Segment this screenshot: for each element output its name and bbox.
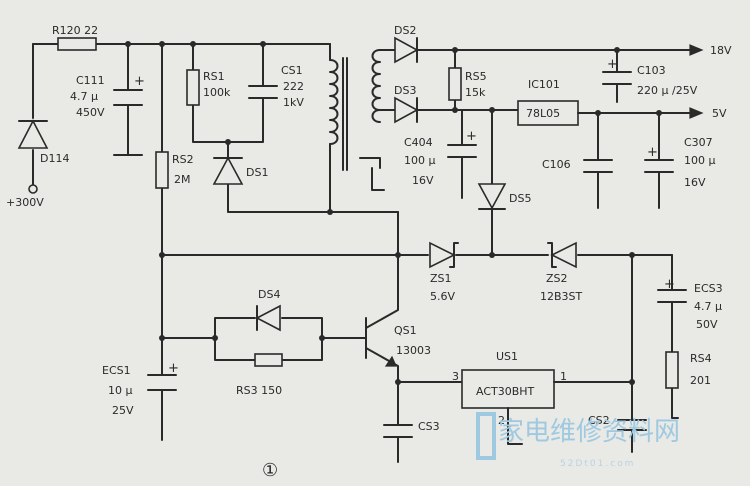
label-ecs1-volt: 25V <box>112 404 134 417</box>
resistor-rs1 <box>186 69 200 106</box>
label-ic101-ref: IC101 <box>528 78 560 91</box>
label-c307-val: 100 μ <box>684 154 716 167</box>
label-zs2-ref: ZS2 <box>546 272 568 285</box>
diode-ds3 <box>394 96 419 124</box>
diode-ds4 <box>255 304 281 332</box>
label-ds2: DS2 <box>394 24 416 37</box>
arrow-5v <box>689 107 704 119</box>
label-qs1-part: 13003 <box>396 344 431 357</box>
resistor-r120 <box>57 37 97 51</box>
transformer <box>327 43 396 215</box>
diode-ds2 <box>394 36 419 64</box>
label-us1-ref: US1 <box>496 350 518 363</box>
label-rs5-val: 15k <box>465 86 486 99</box>
c404-plus: + <box>466 129 477 144</box>
label-vin: +300V <box>6 196 44 209</box>
label-out5: 5V <box>712 107 727 120</box>
diode-d114 <box>17 119 49 149</box>
watermark-url: 52Dt01.com <box>560 459 635 469</box>
label-cs1-volt: 1kV <box>283 96 304 109</box>
watermark-logo <box>476 412 496 460</box>
input-terminal <box>28 184 38 194</box>
label-rs2-val: 2M <box>174 173 191 186</box>
capacitor-cs1 <box>248 85 278 99</box>
label-ecs3-val: 4.7 μ <box>694 300 722 313</box>
label-ds3: DS3 <box>394 84 416 97</box>
label-c103-ref: C103 <box>637 64 666 77</box>
label-ds4: DS4 <box>258 288 280 301</box>
zener-zs2 <box>550 241 577 269</box>
label-cs1-val: 222 <box>283 80 304 93</box>
ecs1-plus: + <box>168 361 179 376</box>
label-us1-pin3: 3 <box>452 370 459 383</box>
feedback-section: ZS1 5.6V ZS2 12B3ST + ECS3 4.7 μ 50V RS4… <box>159 211 723 419</box>
label-zs1-ref: ZS1 <box>430 272 452 285</box>
label-c404-val: 100 μ <box>404 154 436 167</box>
input-section: R120 22 D114 +300V + C111 4.7 μ 450V <box>6 24 331 209</box>
resistor-rs2 <box>155 151 169 189</box>
label-ds1: DS1 <box>246 166 268 179</box>
label-c307-volt: 16V <box>684 176 706 189</box>
ecs3-plus: + <box>664 277 675 292</box>
c111-plus: + <box>134 74 145 89</box>
regulator-ic101 <box>517 100 579 126</box>
label-us1-pin2: 2 <box>498 414 505 427</box>
label-c103-val: 220 μ /25V <box>637 84 698 97</box>
label-rs4-ref: RS4 <box>690 352 712 365</box>
label-cs2: CS2 <box>588 414 610 427</box>
label-ecs1-ref: ECS1 <box>102 364 131 377</box>
label-c106: C106 <box>542 158 571 171</box>
label-rs1-val: 100k <box>203 86 231 99</box>
label-c307-ref: C307 <box>684 136 713 149</box>
label-us1-part: ACT30BHT <box>476 385 535 398</box>
ic-us1 <box>461 369 555 409</box>
label-zs1-val: 5.6V <box>430 290 455 303</box>
figure-number: ① <box>262 460 278 481</box>
watermark: 家电维修资料网 52Dt01.com <box>476 412 680 469</box>
secondary-output: DS2 18V DS3 RS5 15k + C404 100 μ 16V DS5… <box>394 24 732 256</box>
c307-plus: + <box>647 145 658 160</box>
label-ic101-part: 78L05 <box>526 107 560 120</box>
label-c404-volt: 16V <box>412 174 434 187</box>
label-ecs1-val: 10 μ <box>108 384 133 397</box>
label-d114: D114 <box>40 152 69 165</box>
label-cs1-ref: CS1 <box>281 64 303 77</box>
label-c111-volt: 450V <box>76 106 105 119</box>
label-rs4-val: 201 <box>690 374 711 387</box>
resistor-rs3 <box>254 353 283 367</box>
label-rs1-ref: RS1 <box>203 70 225 83</box>
label-rs5-ref: RS5 <box>465 70 487 83</box>
label-c404-ref: C404 <box>404 136 433 149</box>
diode-ds1 <box>212 156 244 185</box>
label-c111-val: 4.7 μ <box>70 90 98 103</box>
label-rs3: RS3 150 <box>236 384 282 397</box>
label-us1-pin1: 1 <box>560 370 567 383</box>
switch-section: + ECS1 10 μ 25V DS4 RS3 150 QS1 13003 CS… <box>102 254 463 463</box>
label-qs1-ref: QS1 <box>394 324 417 337</box>
zener-zs1 <box>429 241 456 269</box>
label-r120: R120 22 <box>52 24 98 37</box>
arrow-18v <box>689 44 704 56</box>
snubber-section: RS1 100k CS1 222 1kV DS1 RS2 2M <box>155 43 399 256</box>
resistor-rs5 <box>448 67 462 101</box>
label-rs2-ref: RS2 <box>172 153 194 166</box>
label-ecs3-ref: ECS3 <box>694 282 723 295</box>
label-c111-ref: C111 <box>76 74 105 87</box>
controller-us1: US1 ACT30BHT 3 1 2 CS2 <box>452 299 647 453</box>
watermark-text: 家电维修资料网 <box>498 417 680 447</box>
label-cs3: CS3 <box>418 420 440 433</box>
label-ds5: DS5 <box>509 192 531 205</box>
diode-ds5 <box>477 183 507 210</box>
label-zs2-val: 12B3ST <box>540 290 583 303</box>
c103-plus: + <box>607 57 618 72</box>
label-ecs3-volt: 50V <box>696 318 718 331</box>
resistor-rs4 <box>665 351 679 389</box>
label-out18: 18V <box>710 44 732 57</box>
